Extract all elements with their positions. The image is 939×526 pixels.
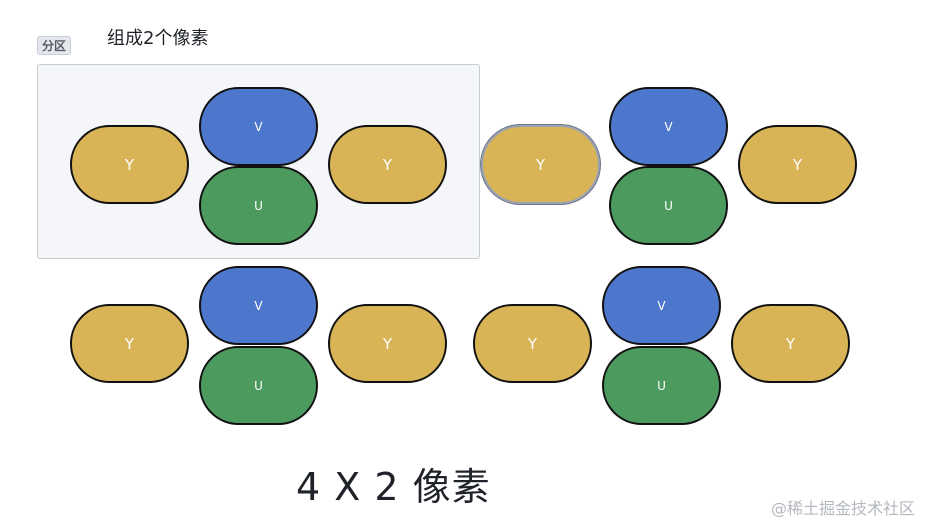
u-pill: U bbox=[199, 346, 318, 425]
u-pill: U bbox=[199, 166, 318, 245]
y-pill: Y bbox=[328, 125, 447, 204]
v-pill: V bbox=[602, 266, 721, 345]
y-pill: Y bbox=[473, 304, 592, 383]
u-pill: U bbox=[602, 346, 721, 425]
y-pill: Y bbox=[328, 304, 447, 383]
section-title: 组成2个像素 bbox=[107, 28, 209, 49]
y-pill: Y bbox=[70, 304, 189, 383]
v-pill: V bbox=[199, 266, 318, 345]
y-pill: Y bbox=[738, 125, 857, 204]
v-pill: V bbox=[609, 87, 728, 166]
y-pill: Y bbox=[731, 304, 850, 383]
watermark: @稀土掘金技术社区 bbox=[771, 499, 916, 518]
u-pill: U bbox=[609, 166, 728, 245]
y-pill-selected[interactable]: Y bbox=[481, 125, 600, 204]
v-pill: V bbox=[199, 87, 318, 166]
caption: 4 X 2 像素 bbox=[296, 465, 491, 509]
y-pill: Y bbox=[70, 125, 189, 204]
section-tag[interactable]: 分区 bbox=[37, 36, 72, 55]
